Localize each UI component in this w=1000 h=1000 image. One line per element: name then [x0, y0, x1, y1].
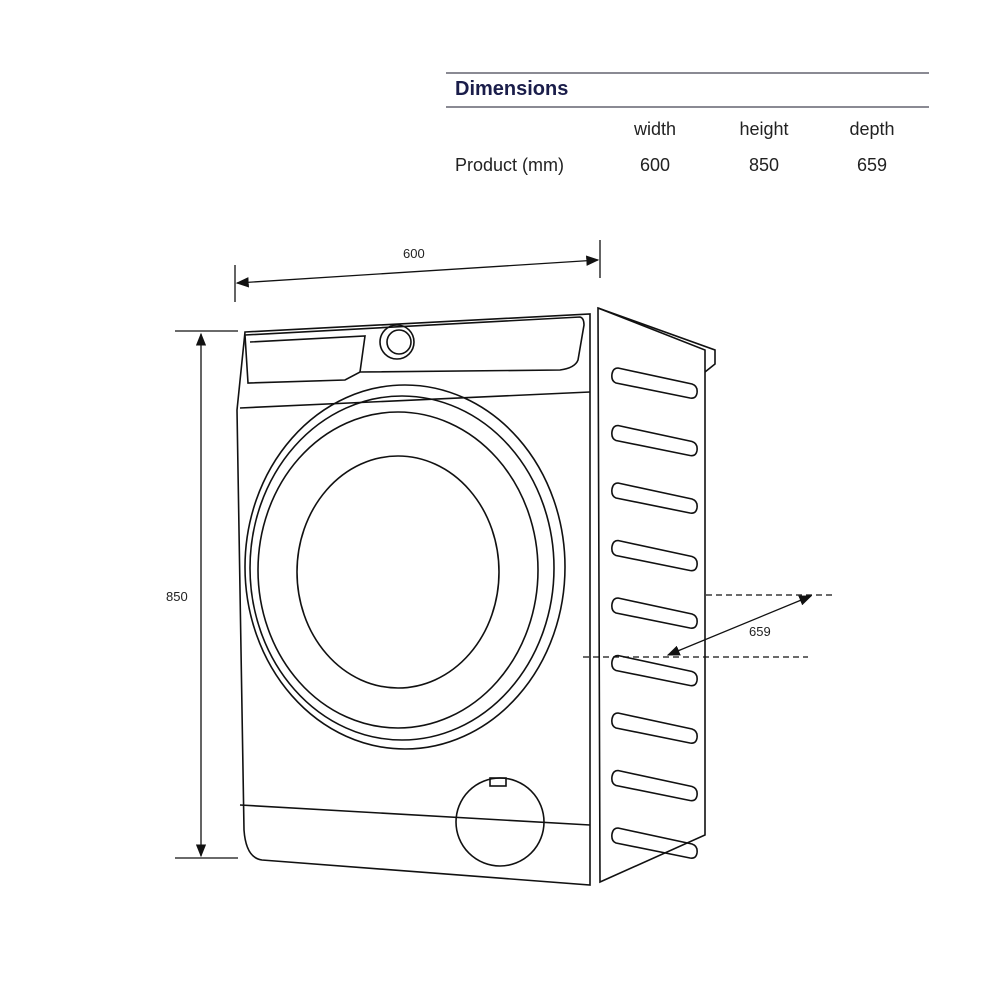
vent-slot [611, 424, 698, 457]
door-outer [244, 384, 566, 750]
vent-slot [611, 827, 698, 859]
vent-slot [611, 482, 698, 514]
plinth-line [239, 804, 591, 826]
vent-slot [611, 539, 698, 572]
row-label: Product (mm) [455, 155, 565, 175]
depth-dimension-line [666, 595, 813, 656]
column-header-depth: depth [849, 119, 895, 139]
table-title: Dimensions [455, 78, 569, 100]
program-knob [379, 324, 415, 360]
vent-slot [611, 367, 698, 399]
value-depth: 659 [856, 155, 888, 175]
column-header-width: width [633, 119, 677, 139]
width-dimension-line [235, 255, 600, 288]
column-header-height: height [739, 119, 789, 139]
vent-slot [611, 712, 698, 744]
front-panel [236, 313, 591, 886]
table-header-rule [446, 106, 929, 108]
depth-label: 659 [749, 624, 771, 639]
top-lip [597, 307, 716, 373]
control-panel [244, 316, 585, 384]
vent-slot [611, 769, 698, 802]
table-top-rule [446, 72, 929, 74]
side-panel [597, 306, 706, 884]
value-height: 850 [748, 155, 780, 175]
vent-slot [611, 597, 698, 629]
door-glass [296, 455, 500, 689]
value-width: 600 [639, 155, 671, 175]
side-vents [611, 367, 698, 859]
height-label: 850 [166, 589, 188, 604]
width-label: 600 [403, 246, 425, 261]
vent-slot [611, 654, 698, 687]
